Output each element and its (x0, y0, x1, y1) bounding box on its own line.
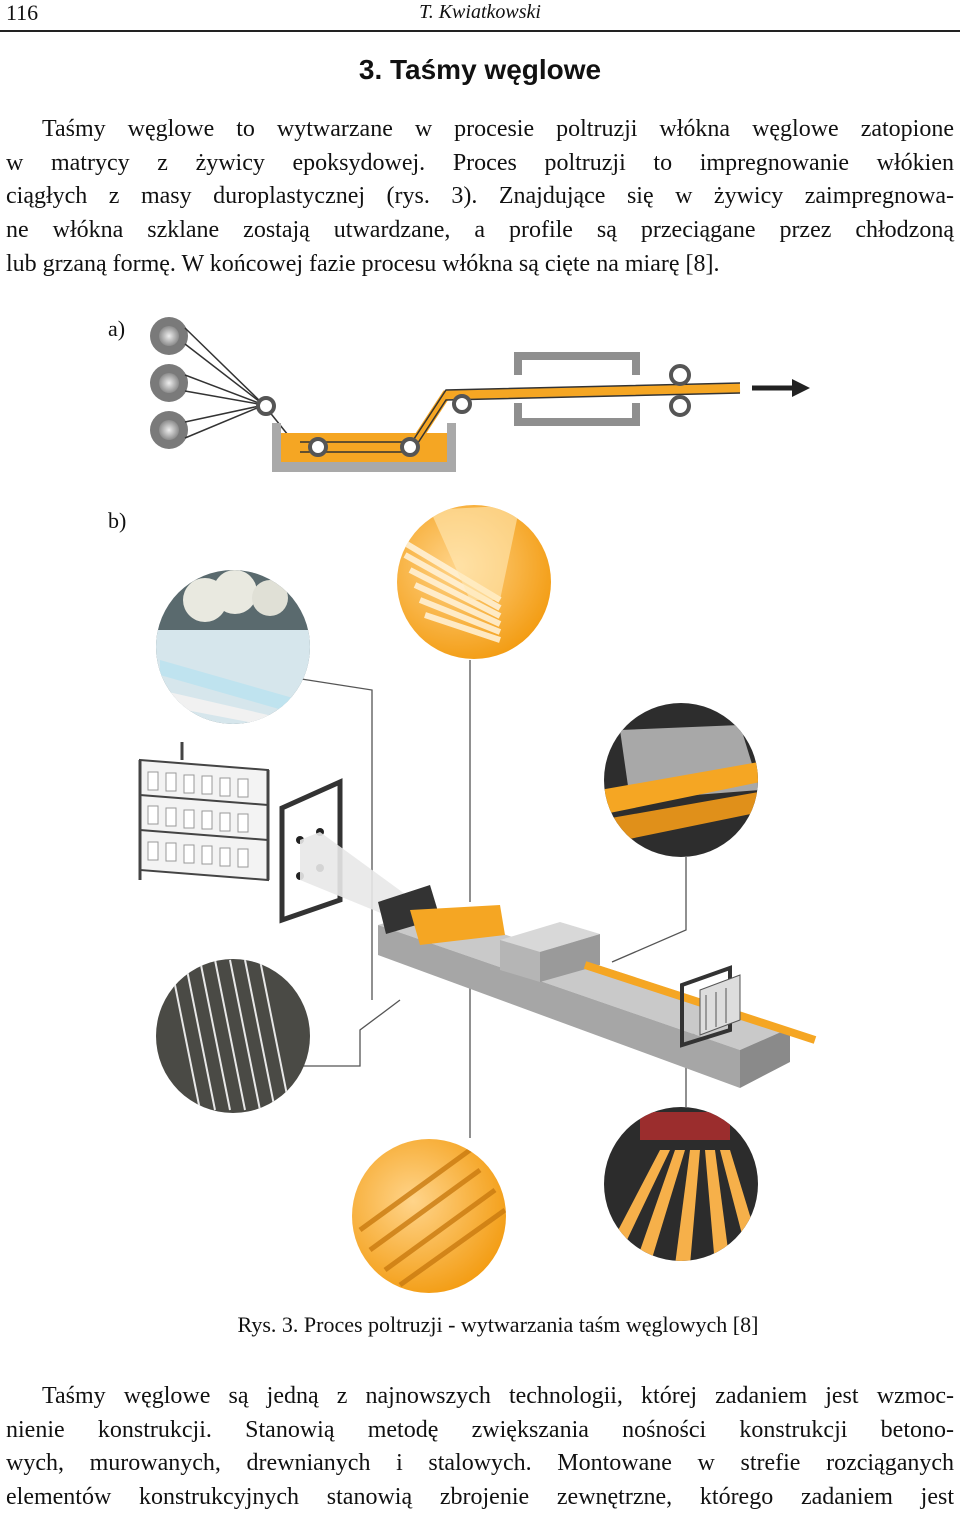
photo-fiber-strands (397, 505, 551, 659)
impregnation-unit (378, 885, 505, 945)
diagram-b (138, 505, 817, 1293)
paragraph-line: Taśmy węglowe są jedną z najnowszych tec… (42, 1383, 954, 1409)
paragraph-line: Taśmy węglowe to wytwarzane w procesie p… (42, 116, 954, 142)
direction-arrow (752, 379, 810, 397)
creel-rack (138, 742, 270, 882)
guide-rollers (256, 364, 691, 457)
heated-die (514, 352, 640, 426)
paragraph-line: w matrycy z żywicy epoksydowej. Proces p… (6, 149, 954, 176)
photo-die-closeup (604, 703, 758, 857)
fiber-spools (150, 317, 188, 449)
paragraph-line: elementów konstrukcyjnych stanowią zbroj… (6, 1484, 954, 1511)
paragraph-intro: Taśmy węglowe to wytwarzane w procesie p… (6, 113, 954, 282)
puller-unit (680, 965, 741, 1048)
running-head-author: T. Kwiatkowski (419, 1, 541, 23)
die-block (500, 922, 600, 982)
photo-creel-spools (156, 570, 310, 724)
photo-fiber-creel (156, 959, 310, 1113)
photo-carbon-tapes (352, 1139, 506, 1293)
page-number: 116 (6, 0, 39, 25)
paragraph-line: nienie konstrukcji. Stanowią metodę zwię… (6, 1416, 954, 1443)
figure-label-a: a) (108, 316, 126, 341)
diagram-a (150, 317, 810, 472)
figure-caption: Rys. 3. Proces poltruzji - wytwarzania t… (237, 1312, 759, 1337)
figure-label-b: b) (108, 508, 127, 533)
orange-strand (300, 382, 741, 453)
page-header: 116 T. Kwiatkowski (0, 0, 960, 32)
paragraph-line: ne włókna szklane zostają utwardzane, a … (6, 217, 954, 244)
section-title: 3. Taśmy węglowe (358, 54, 602, 85)
header-rule (0, 30, 960, 32)
paragraph-line: ciągłych z masy duroplastycznej (rys. 3)… (6, 183, 954, 210)
fiber-lines (184, 327, 301, 451)
paragraph-line: lub grzaną formę. W końcowej fazie proce… (6, 250, 720, 277)
machine-bed (378, 910, 790, 1088)
photo-finished-profiles (604, 1107, 758, 1261)
paragraph-continued: Taśmy węglowe są jedną z najnowszych tec… (6, 1380, 954, 1515)
paragraph-line: wych, murowanych, drewnianych i stalowyc… (6, 1450, 954, 1477)
